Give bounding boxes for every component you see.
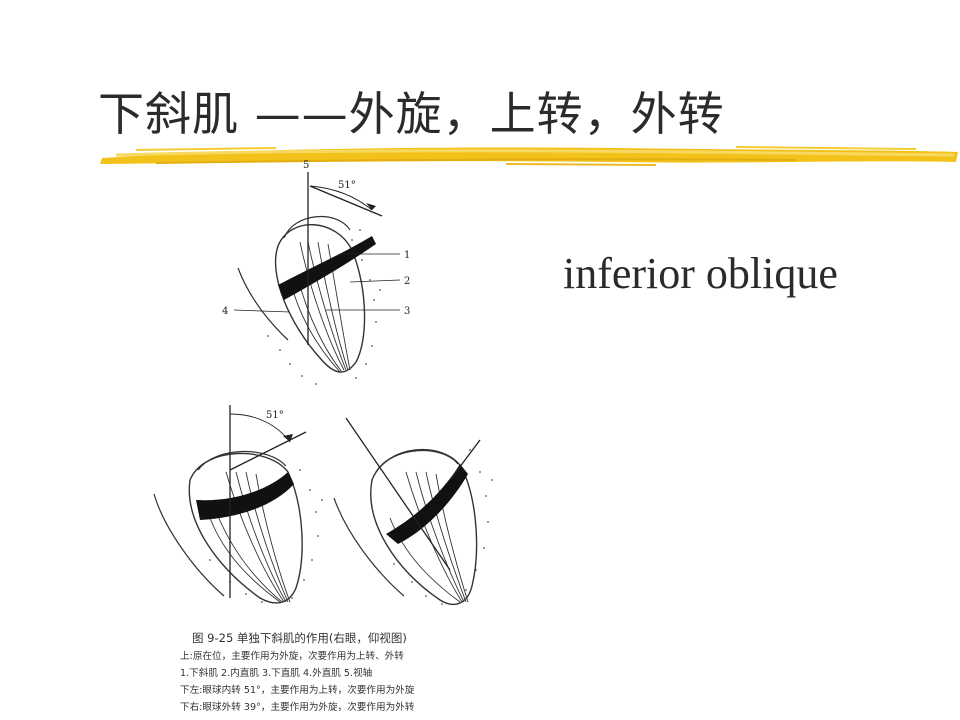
caption-line: 下左:眼球内转 51°，主要作用为上转，次要作用为外旋 [180, 685, 415, 696]
caption-line: 下右:眼球外转 39°，主要作用为外旋，次要作用为外转 [180, 702, 415, 713]
bottom-left-eye-diagram: 51° [153, 405, 323, 604]
caption-line: 1.下斜肌 2.内直肌 3.下直肌 4.外直肌 5.视轴 [180, 668, 373, 679]
callout-2: 2 [404, 276, 410, 287]
callout-3: 3 [404, 306, 410, 317]
figure-caption: 图 9-25 单独下斜肌的作用(右眼，仰视图) 上:原在位，主要作用为外旋，次要… [180, 630, 480, 716]
highlighter-underline [100, 146, 958, 166]
angle-label-bottom: 51° [266, 410, 284, 421]
callout-4: 4 [222, 306, 228, 317]
caption-line: 上:原在位，主要作用为外旋，次要作用为上转、外转 [180, 651, 404, 662]
top-eye-diagram: 51° 5 1 2 3 4 [222, 160, 410, 385]
eye-muscle-illustration: 51° 5 1 2 3 4 [153, 160, 493, 605]
caption-title: 图 9-25 单独下斜肌的作用(右眼，仰视图) [192, 631, 407, 645]
angle-label-top: 51° [338, 180, 356, 191]
bottom-right-eye-diagram [333, 417, 493, 605]
subtitle-inferior-oblique: inferior oblique [563, 249, 838, 298]
slide-title: 下斜肌 ——外旋，上转，外转 [98, 87, 725, 141]
callout-1: 1 [404, 250, 410, 261]
callout-5: 5 [303, 160, 309, 171]
